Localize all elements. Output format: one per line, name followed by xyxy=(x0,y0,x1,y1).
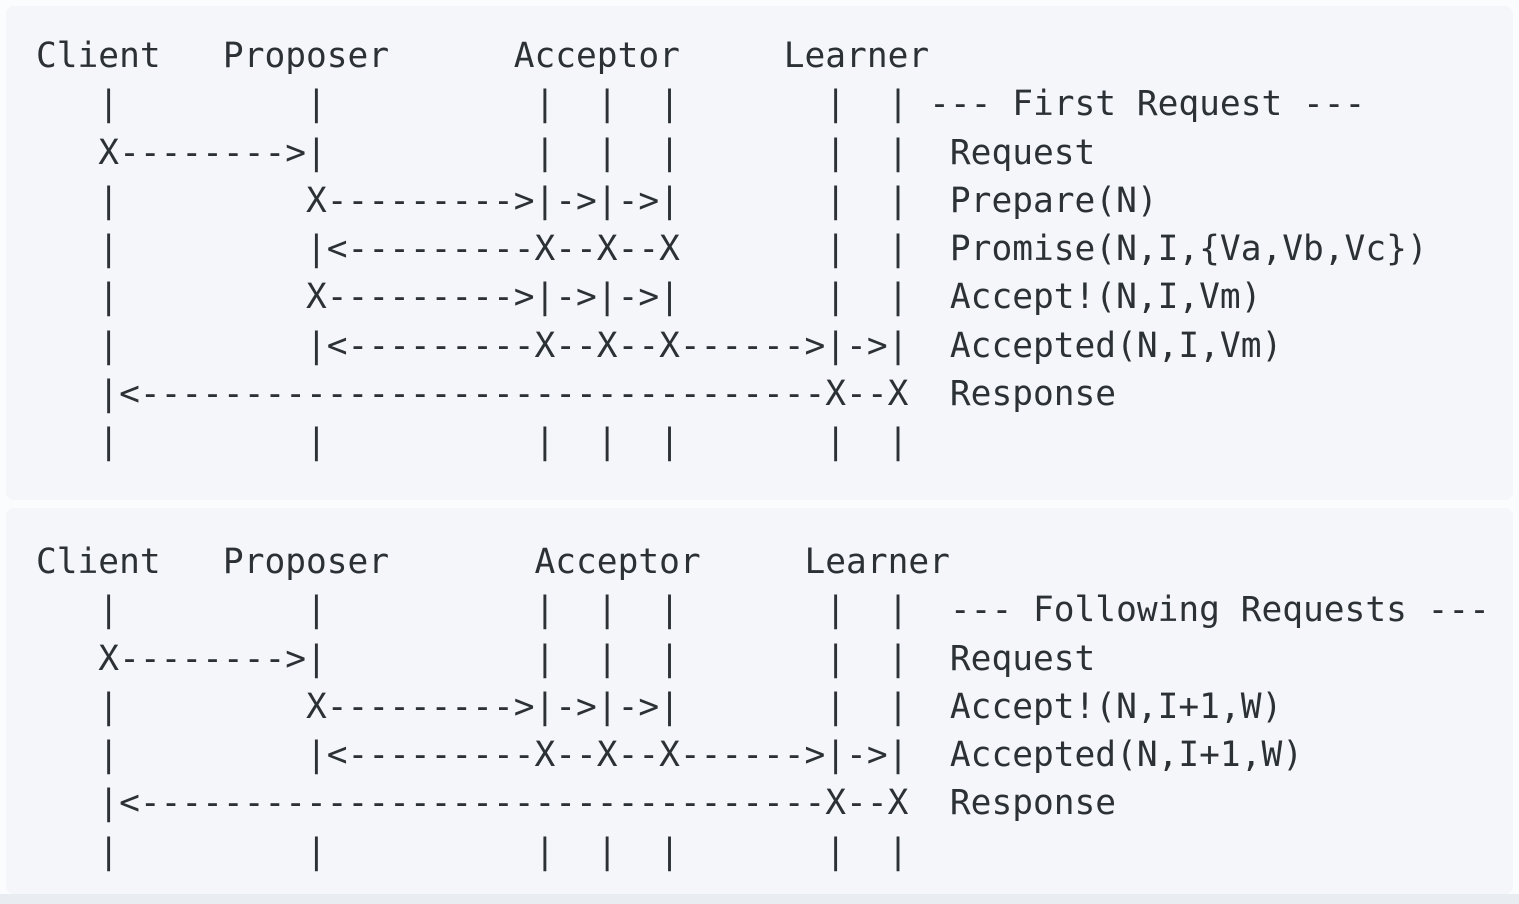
paxos-following-requests-block: Client Proposer Acceptor Learner | | | |… xyxy=(6,508,1513,894)
ascii-sequence-diagram-following-requests: Client Proposer Acceptor Learner | | | |… xyxy=(36,542,1490,872)
paxos-first-request-block: Client Proposer Acceptor Learner | | | |… xyxy=(6,6,1513,500)
ascii-sequence-diagram-first-request: Client Proposer Acceptor Learner | | | |… xyxy=(36,36,1428,463)
bottom-edge-strip xyxy=(0,894,1519,904)
